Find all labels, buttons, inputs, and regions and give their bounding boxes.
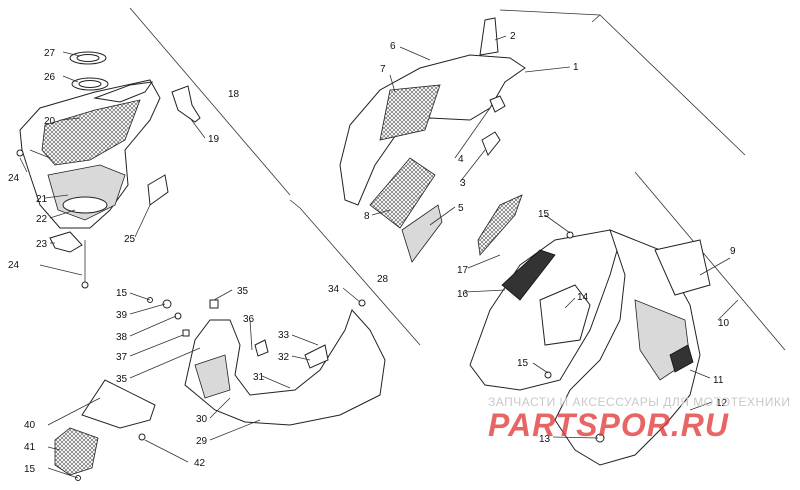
watermark-brand: PARTSPOR.RU	[488, 407, 729, 443]
group-bracket-lines	[129, 7, 786, 351]
callout-27: 27	[44, 48, 56, 59]
callout-39: 39	[116, 310, 128, 321]
callout-35-second: 35	[116, 374, 128, 385]
callout-12: 12	[716, 398, 728, 409]
callout-36: 36	[243, 314, 255, 325]
callout-13: 13	[539, 434, 551, 445]
callout-23: 23	[36, 239, 48, 250]
callout-6: 6	[390, 41, 396, 52]
callout-35: 35	[237, 286, 249, 297]
callout-14: 14	[577, 292, 589, 303]
dash-assembly	[16, 51, 201, 289]
callout-18: 18	[228, 89, 240, 100]
watermark-subtitle: ЗАПЧАСТИ И АКСЕССУАРЫ ДЛЯ МОТОТЕХНИКИ	[488, 395, 791, 409]
callout-40: 40	[24, 420, 36, 431]
callout-15-left-a: 15	[116, 288, 128, 299]
callout-labels: 1 2 3 4 5 6 7 8 9 10 11 12 13 14 15 16 1…	[8, 31, 736, 475]
callout-1: 1	[573, 62, 579, 73]
callout-28: 28	[377, 274, 389, 285]
callout-41: 41	[24, 442, 36, 453]
callout-8: 8	[364, 211, 370, 222]
callout-22: 22	[36, 214, 48, 225]
callout-24: 24	[8, 173, 20, 184]
callout-38: 38	[116, 332, 128, 343]
callout-29: 29	[196, 436, 208, 447]
callout-15-left-b: 15	[24, 464, 36, 475]
side-panel-assembly	[469, 194, 711, 466]
callout-15-right-a: 15	[538, 209, 550, 220]
callout-25: 25	[124, 234, 136, 245]
callout-20: 20	[44, 116, 56, 127]
callout-10: 10	[718, 318, 730, 329]
leader-lines	[19, 35, 739, 479]
callout-42: 42	[194, 458, 206, 469]
callout-37: 37	[116, 352, 128, 363]
callout-4: 4	[458, 154, 464, 165]
callout-26: 26	[44, 72, 56, 83]
callout-24-second: 24	[8, 260, 20, 271]
callout-21: 21	[36, 194, 48, 205]
callout-7: 7	[380, 64, 386, 75]
mirror-mount-part	[171, 85, 201, 123]
callout-15-right-b: 15	[517, 358, 529, 369]
callout-30: 30	[196, 414, 208, 425]
callout-5: 5	[458, 203, 464, 214]
lower-cowl-assembly	[54, 297, 386, 481]
callout-19: 19	[208, 134, 220, 145]
callout-3: 3	[460, 178, 466, 189]
hood-assembly	[339, 17, 526, 263]
callout-32: 32	[278, 352, 290, 363]
callout-16: 16	[457, 289, 469, 300]
callout-2: 2	[510, 31, 516, 42]
callout-31: 31	[253, 372, 265, 383]
callout-9: 9	[730, 246, 736, 257]
callout-17: 17	[457, 265, 469, 276]
callout-33: 33	[278, 330, 290, 341]
watermark: ЗАПЧАСТИ И АКСЕССУАРЫ ДЛЯ МОТОТЕХНИКИ PA…	[488, 395, 791, 455]
callout-34: 34	[328, 284, 340, 295]
callout-11: 11	[713, 375, 724, 386]
